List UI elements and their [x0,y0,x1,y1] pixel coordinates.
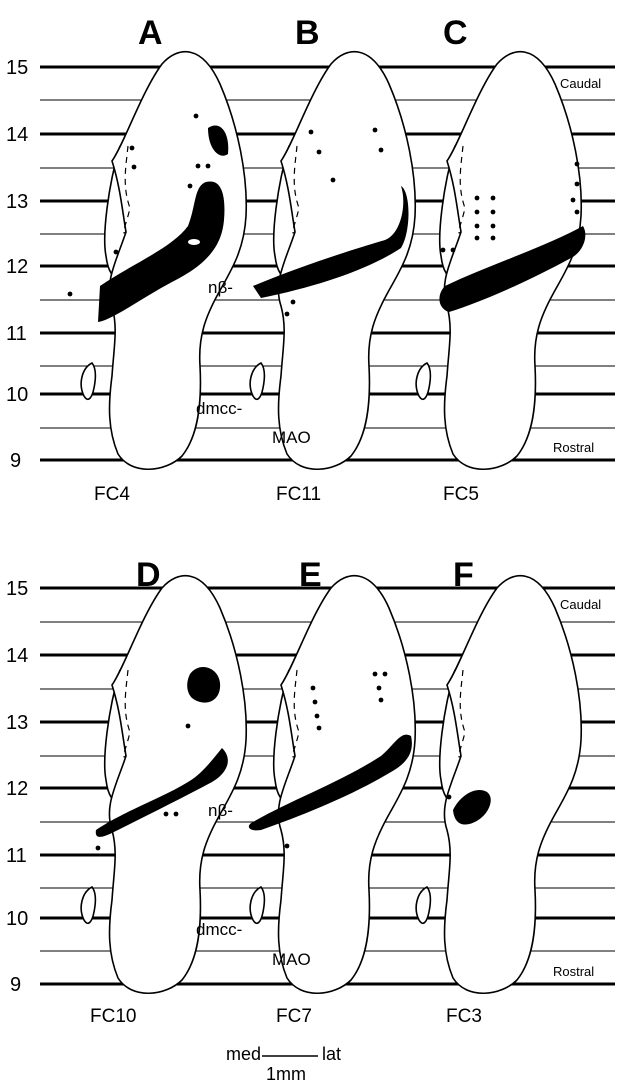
rostral-label-bottom: Rostral [553,964,594,979]
mao-label: MAO [272,950,311,969]
rostral-label-top: Rostral [553,440,594,455]
case-label: FC7 [276,1006,312,1027]
label-dot [206,164,211,169]
panel-letter: F [453,556,474,594]
caudal-label-top: Caudal [560,76,601,91]
label-dot [575,182,580,187]
label-dot [383,672,388,677]
label-dot [188,184,193,189]
label-dot [475,196,480,201]
label-dot [379,698,384,703]
label-dot [475,224,480,229]
label-dot [130,146,135,151]
label-dot [196,164,201,169]
caudal-label-bottom: Caudal [560,597,601,612]
tick-label: 12 [6,778,28,800]
label-dot [194,114,199,119]
tick-label: 15 [6,578,28,600]
tick-label: 10 [6,908,28,930]
dmcc-label: dmcc- [196,399,242,418]
olive-outline [416,576,581,994]
label-dot [447,795,452,800]
label-dot [475,210,480,215]
panel-letter: C [443,14,468,52]
label-dot [317,150,322,155]
label-dot [373,672,378,677]
tick-label: 11 [6,845,27,867]
mao-label: MAO [272,428,311,447]
label-dot [575,162,580,167]
label-dot [164,812,169,817]
scale-lat-label: lat [322,1044,341,1064]
label-dot [373,128,378,133]
label-dot [114,250,119,255]
label-dot [313,700,318,705]
top-axis-ticks: 15 14 13 12 11 10 9 [6,57,28,472]
label-dot [315,714,320,719]
tick-label: 15 [6,57,28,79]
tick-label: 14 [6,124,28,146]
scale-length-label: 1mm [266,1064,306,1084]
label-dot [379,148,384,153]
panel-b: B [250,14,415,469]
labeled-zone [187,667,220,703]
tick-label: 13 [6,712,28,734]
panel-letter: E [299,556,322,594]
label-dot [317,726,322,731]
case-label: FC5 [443,484,479,505]
label-dot [377,686,382,691]
label-dot [491,236,496,241]
tick-label: 11 [6,323,27,345]
case-label: FC4 [94,484,130,505]
tick-label: 10 [6,384,28,406]
label-dot [311,686,316,691]
tick-label: 9 [10,974,21,996]
label-dot [491,224,496,229]
label-dot [491,196,496,201]
case-label: FC11 [276,484,321,505]
label-dot [441,248,446,253]
label-dot [491,210,496,215]
panel-letter: D [136,556,161,594]
label-dot [96,846,101,851]
panel-letter: A [138,14,163,52]
dmcc-label: dmcc- [196,920,242,939]
tick-label: 12 [6,256,28,278]
label-dot [309,130,314,135]
n-beta-label: nβ- [208,801,233,820]
label-dot [285,312,290,317]
case-label: FC3 [446,1006,482,1027]
scale-bar: med lat 1mm [226,1044,341,1084]
scale-med-label: med [226,1044,261,1064]
label-dot [331,178,336,183]
label-dot [291,300,296,305]
label-dot [186,724,191,729]
tick-label: 9 [10,450,21,472]
bottom-axis-ticks: 15 14 13 12 11 10 9 [6,578,28,996]
label-dot [575,210,580,215]
label-dot [571,198,576,203]
tick-label: 14 [6,645,28,667]
n-beta-label: nβ- [208,278,233,297]
label-dot [451,248,456,253]
label-dot [174,812,179,817]
tick-label: 13 [6,191,28,213]
label-dot [285,844,290,849]
label-dot [475,236,480,241]
case-label: FC10 [90,1006,136,1027]
label-dot [132,165,137,170]
label-dot [68,292,73,297]
panel-letter: B [295,14,320,52]
